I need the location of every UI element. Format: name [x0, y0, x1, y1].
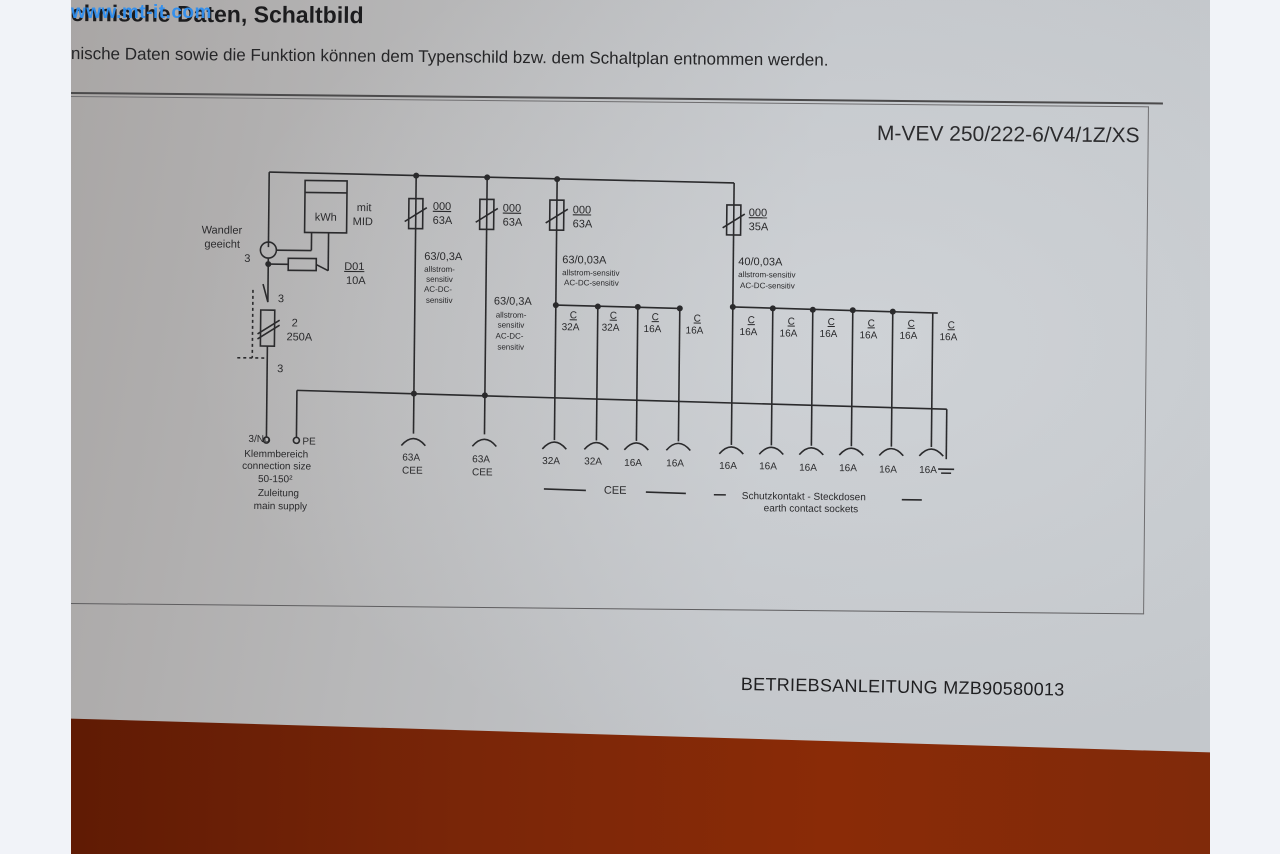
svg-text:32A: 32A — [562, 322, 580, 333]
cee-group-label: CEE — [604, 485, 627, 497]
svg-text:sensitiv: sensitiv — [426, 275, 453, 284]
svg-text:63A: 63A — [402, 452, 420, 463]
svg-text:32A: 32A — [542, 456, 560, 467]
svg-text:Klemmbereich: Klemmbereich — [244, 449, 308, 461]
svg-text:16A: 16A — [719, 461, 737, 472]
svg-text:000: 000 — [573, 204, 591, 216]
watermark: www.mt-it.com — [71, 2, 212, 23]
svg-text:allstrom-sensitiv: allstrom-sensitiv — [738, 270, 795, 280]
svg-text:AC-DC-sensitiv: AC-DC-sensitiv — [564, 278, 619, 288]
svg-text:50-150²: 50-150² — [258, 474, 293, 485]
svg-text:allstrom-: allstrom- — [496, 310, 527, 319]
svg-text:3: 3 — [277, 363, 283, 375]
svg-text:16A: 16A — [939, 332, 957, 343]
svg-text:16A: 16A — [759, 461, 777, 472]
svg-text:63A: 63A — [472, 454, 490, 465]
cee-breaker-labels: C 32A C 32A C 16A C 16A — [562, 310, 704, 336]
svg-text:AC-DC-sensitiv: AC-DC-sensitiv — [740, 281, 795, 291]
rcd-3-rating: 63/0,03A — [562, 254, 607, 266]
svg-text:C: C — [652, 312, 659, 323]
svg-text:35A: 35A — [749, 221, 769, 233]
svg-text:C: C — [908, 319, 915, 330]
meter-label: kWh — [315, 212, 337, 224]
svg-text:16A: 16A — [819, 329, 837, 340]
svg-text:63A: 63A — [573, 218, 593, 230]
svg-text:16A: 16A — [899, 331, 917, 342]
svg-text:16A: 16A — [859, 330, 877, 341]
svg-text:C: C — [788, 317, 795, 328]
svg-text:63A: 63A — [433, 215, 453, 227]
document-photo: chnische Daten, Schaltbild www.mt-it.com… — [71, 0, 1210, 854]
letterbox-left — [0, 0, 71, 854]
schuko-breaker-labels: C 16A C 16A C 16A C 16A C 16A C 16A — [739, 315, 957, 343]
transformer-label: Wandler — [202, 224, 243, 236]
svg-text:16A: 16A — [624, 458, 642, 469]
svg-text:sensitiv: sensitiv — [498, 320, 525, 329]
svg-text:sensitiv: sensitiv — [426, 296, 453, 305]
svg-text:earth contact sockets: earth contact sockets — [764, 503, 859, 515]
svg-text:geeicht: geeicht — [204, 238, 240, 250]
svg-text:AC-DC-: AC-DC- — [424, 285, 452, 294]
svg-text:C: C — [610, 311, 617, 322]
svg-text:CEE: CEE — [472, 467, 493, 478]
svg-text:3: 3 — [278, 293, 284, 305]
svg-text:16A: 16A — [799, 463, 817, 474]
circuit-schematic: Wandler geeicht 3 kWh mit MID D01 10A 3 … — [202, 171, 958, 515]
svg-text:sensitiv: sensitiv — [497, 342, 524, 351]
svg-text:allstrom-: allstrom- — [424, 265, 455, 274]
terminal-pe: PE — [302, 436, 316, 447]
svg-text:000: 000 — [503, 203, 521, 215]
svg-text:16A: 16A — [644, 324, 662, 335]
svg-text:32A: 32A — [602, 323, 620, 334]
svg-text:C: C — [828, 317, 835, 328]
socket-labels: 63A CEE 63A CEE 32A 32A 16A 16A 16A 16A … — [402, 452, 937, 478]
svg-text:MID: MID — [353, 216, 373, 228]
schuko-group-label: Schutzkontakt - Steckdosen — [742, 491, 866, 503]
svg-text:10A: 10A — [346, 275, 366, 287]
svg-text:C: C — [868, 318, 875, 329]
rcd-1-rating: 63/0,3A — [424, 251, 463, 263]
svg-text:16A: 16A — [839, 463, 857, 474]
svg-text:16A: 16A — [919, 465, 937, 476]
letterbox-right — [1210, 0, 1280, 854]
svg-text:allstrom-sensitiv: allstrom-sensitiv — [562, 268, 619, 278]
svg-text:AC-DC-: AC-DC- — [495, 331, 523, 340]
svg-text:mit: mit — [357, 202, 372, 214]
paper-lighting — [71, 0, 1210, 854]
svg-text:3: 3 — [244, 253, 250, 265]
terminal-n: 3/No — [248, 434, 270, 445]
svg-text:C: C — [748, 315, 755, 326]
svg-text:250A: 250A — [286, 331, 312, 343]
svg-text:C: C — [948, 320, 955, 331]
svg-text:CEE: CEE — [402, 465, 423, 476]
svg-text:63A: 63A — [503, 217, 523, 229]
svg-text:connection size: connection size — [242, 461, 311, 473]
rcd-4-rating: 40/0,03A — [738, 256, 783, 268]
main-fuse-label: 2 — [292, 317, 298, 329]
svg-text:16A: 16A — [879, 464, 897, 475]
svg-text:16A: 16A — [739, 327, 757, 338]
svg-text:C: C — [570, 310, 577, 321]
svg-text:Zuleitung: Zuleitung — [258, 488, 299, 499]
svg-text:C: C — [694, 314, 701, 325]
svg-text:000: 000 — [749, 207, 767, 219]
svg-text:16A: 16A — [686, 325, 704, 336]
svg-text:16A: 16A — [779, 328, 797, 339]
meter-fuse-label: D01 — [344, 261, 364, 273]
svg-text:32A: 32A — [584, 456, 602, 467]
svg-text:main supply: main supply — [254, 501, 307, 513]
svg-text:16A: 16A — [666, 458, 684, 469]
svg-text:000: 000 — [433, 201, 451, 213]
rcd-2-rating: 63/0,3A — [494, 295, 533, 307]
